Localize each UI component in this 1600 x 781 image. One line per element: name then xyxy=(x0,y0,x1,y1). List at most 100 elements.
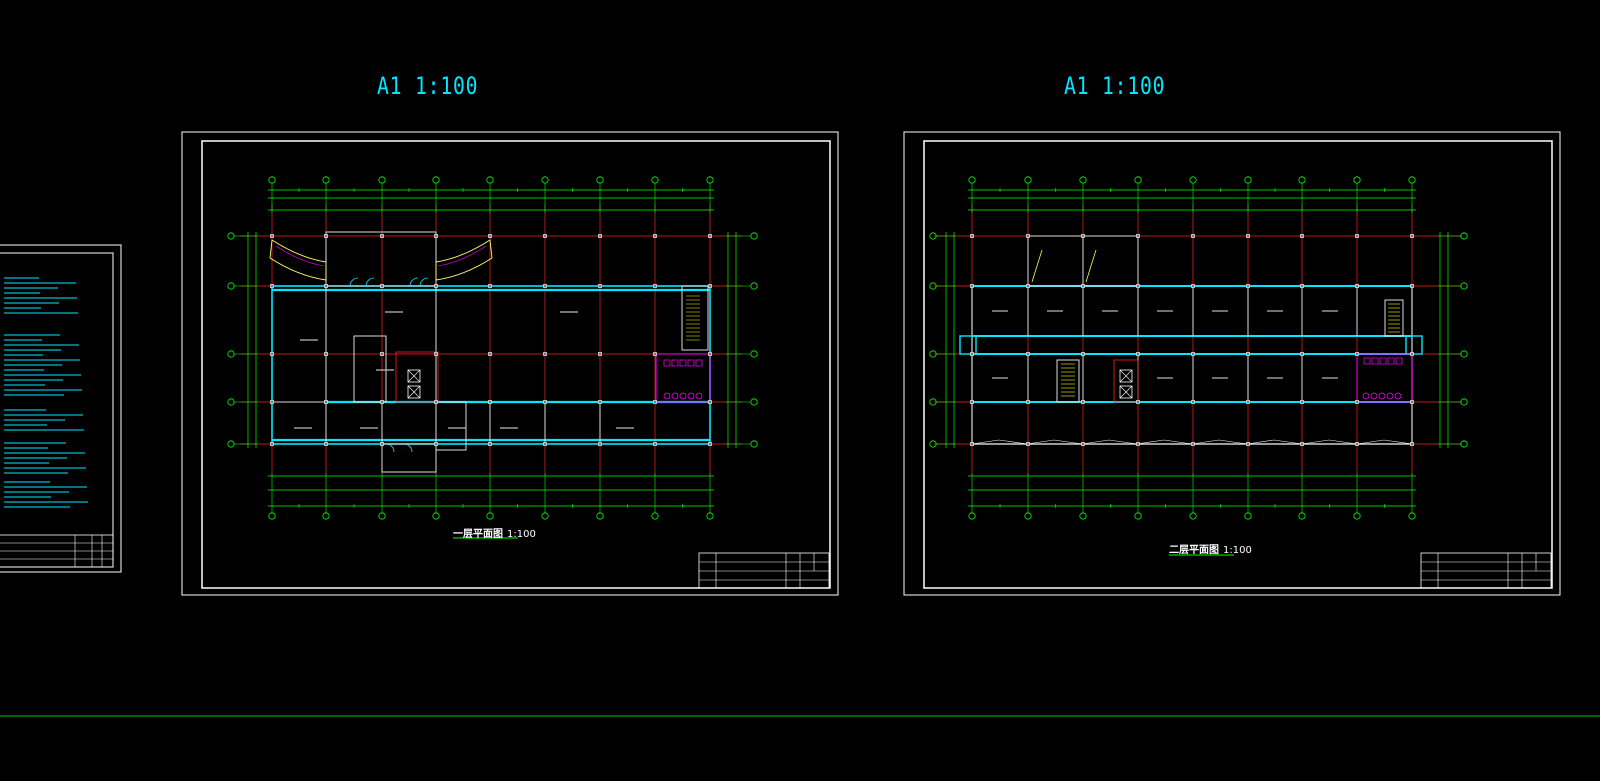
toilet-block xyxy=(655,353,711,403)
axis-bubble xyxy=(486,512,494,520)
toilet-fixture xyxy=(1387,357,1395,365)
column xyxy=(1410,400,1414,404)
column xyxy=(1136,284,1140,288)
elevator-shaft xyxy=(407,385,421,399)
elevator-shaft xyxy=(1119,385,1133,399)
sheet-2-outer-frame xyxy=(903,131,1561,596)
toilet-fixture xyxy=(663,392,671,400)
axis-bubble xyxy=(651,176,659,184)
axis-bubble xyxy=(929,398,937,406)
axis-bubble xyxy=(968,512,976,520)
sheet-1-scale-title: A1 1:100 xyxy=(377,72,479,100)
curved-planter xyxy=(269,239,327,281)
column xyxy=(1026,442,1030,446)
column xyxy=(1300,352,1304,356)
column xyxy=(1355,352,1359,356)
axis-bubble xyxy=(227,398,235,406)
toilet-fixture xyxy=(1395,357,1403,365)
column xyxy=(1246,400,1250,404)
elevator-shaft xyxy=(1119,369,1133,383)
column xyxy=(1026,400,1030,404)
column xyxy=(380,442,384,446)
column xyxy=(324,352,328,356)
axis-bubble xyxy=(1134,512,1142,520)
elevator-core xyxy=(1113,359,1139,403)
toilet-fixture xyxy=(1363,357,1371,365)
column xyxy=(380,352,384,356)
toilet-fixture xyxy=(695,359,703,367)
sheet-1-title-block xyxy=(698,552,830,589)
axis-bubble xyxy=(750,350,758,358)
column xyxy=(1136,352,1140,356)
door-swing xyxy=(385,443,395,453)
axis-bubble xyxy=(1189,512,1197,520)
column xyxy=(1246,284,1250,288)
toilet-fixture xyxy=(695,392,703,400)
column xyxy=(1246,352,1250,356)
column xyxy=(970,234,974,238)
second-floor-plan[interactable] xyxy=(929,176,1468,556)
axis-bubble xyxy=(378,512,386,520)
column xyxy=(270,442,274,446)
planter-detail xyxy=(275,245,325,267)
toilet-fixture xyxy=(687,359,695,367)
axis-bubble xyxy=(268,512,276,520)
elevator-x xyxy=(1119,385,1133,399)
sheet-2[interactable] xyxy=(903,131,1561,596)
elevator-shaft xyxy=(407,369,421,383)
column xyxy=(488,400,492,404)
axis-bubble xyxy=(1024,512,1032,520)
axis-bubble xyxy=(929,232,937,240)
column xyxy=(1300,442,1304,446)
axis-bubble xyxy=(227,232,235,240)
door-swing xyxy=(419,277,429,287)
sheet-1-plan-title: 一层平面图 xyxy=(453,529,503,540)
axis-bubble xyxy=(1460,282,1468,290)
column xyxy=(1355,442,1359,446)
column xyxy=(380,400,384,404)
stair-core xyxy=(353,335,387,403)
axis-bubble xyxy=(1244,176,1252,184)
axis-bubble xyxy=(541,512,549,520)
sheet-2-scale-title: A1 1:100 xyxy=(1064,72,1166,100)
column xyxy=(653,234,657,238)
axis-bubble xyxy=(1460,232,1468,240)
curved-planter xyxy=(435,239,493,281)
axis-bubble xyxy=(1079,512,1087,520)
column xyxy=(1300,400,1304,404)
column xyxy=(1081,234,1085,238)
door-swing xyxy=(409,277,419,287)
column xyxy=(1246,234,1250,238)
first-floor-plan[interactable] xyxy=(227,176,758,539)
sheet-1-outer-frame xyxy=(181,131,839,596)
axis-bubble xyxy=(596,176,604,184)
column xyxy=(1026,284,1030,288)
sheet-1-inner-frame xyxy=(201,140,831,589)
axis-bubble xyxy=(1298,176,1306,184)
axis-bubble xyxy=(929,350,937,358)
toilet-fixture xyxy=(1362,392,1370,400)
planter-detail xyxy=(437,245,487,267)
sheet-1[interactable] xyxy=(181,131,839,596)
column xyxy=(434,352,438,356)
column xyxy=(324,400,328,404)
column xyxy=(543,284,547,288)
column xyxy=(1081,284,1085,288)
column xyxy=(488,234,492,238)
axis-bubble xyxy=(750,398,758,406)
toilet-fixture xyxy=(1394,392,1402,400)
axis-bubble xyxy=(596,512,604,520)
axis-bubble xyxy=(1353,176,1361,184)
balcony-detail xyxy=(1031,249,1043,283)
column xyxy=(1191,234,1195,238)
elevator-core xyxy=(395,351,439,403)
column xyxy=(488,352,492,356)
column xyxy=(1081,442,1085,446)
column xyxy=(1300,234,1304,238)
building-outline xyxy=(971,285,1413,445)
elevator-x xyxy=(407,369,421,383)
wall xyxy=(435,401,467,451)
notes-sheet[interactable] xyxy=(0,244,122,573)
